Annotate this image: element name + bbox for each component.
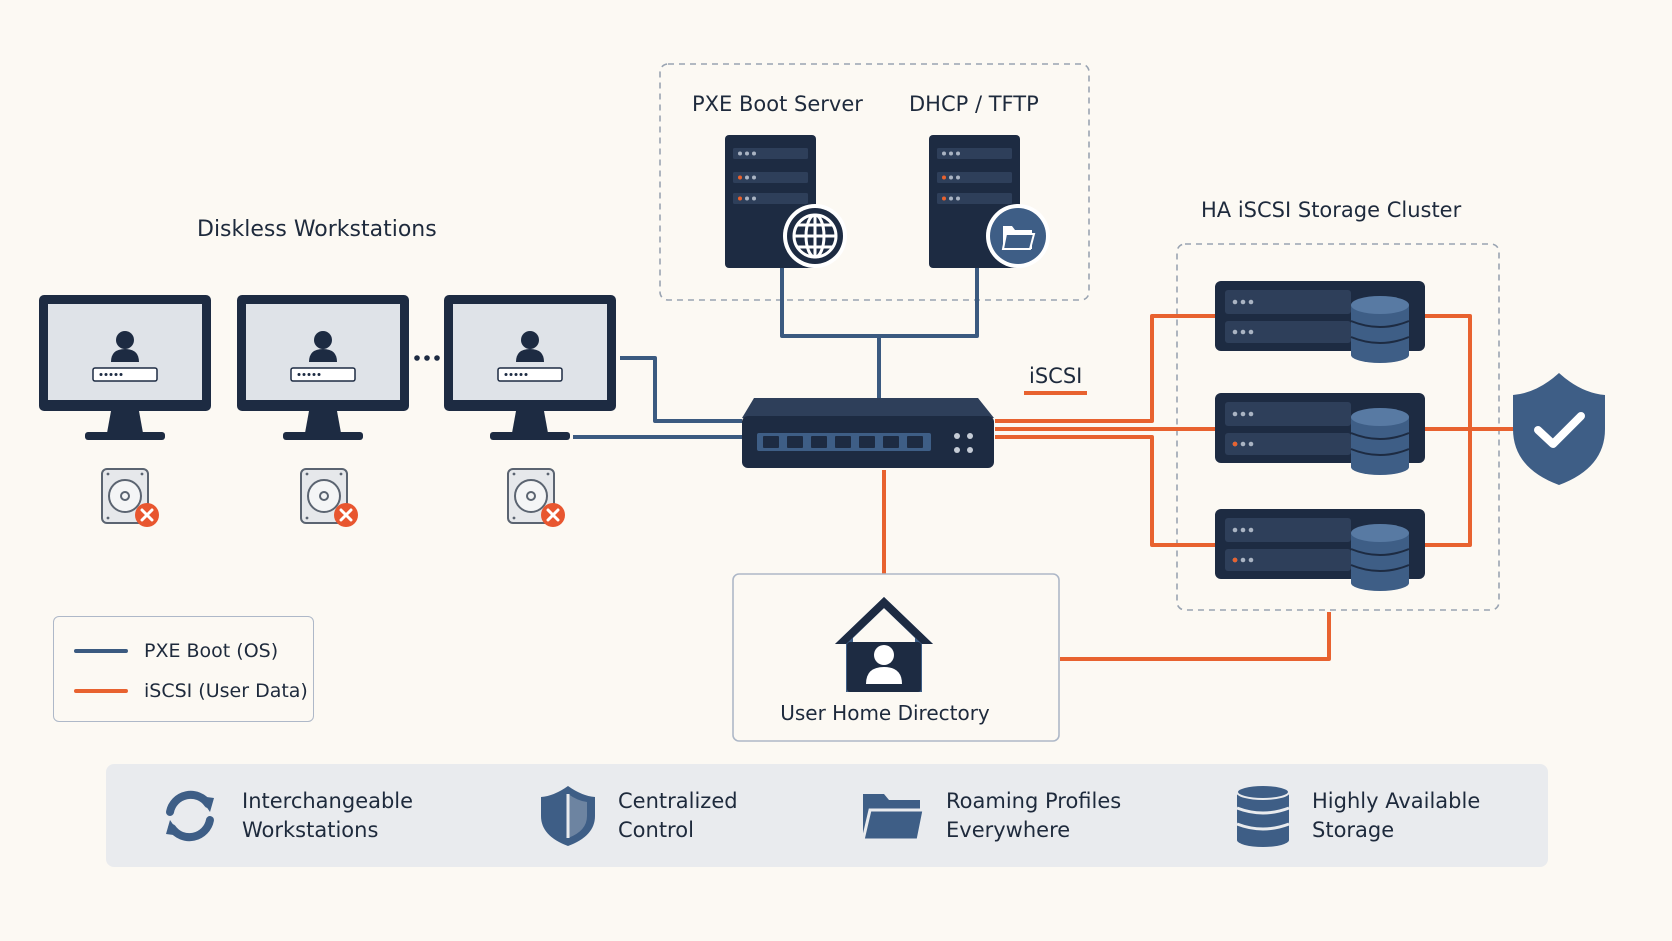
legend-swatch-iscsi bbox=[74, 689, 128, 693]
workstation-3 bbox=[443, 294, 617, 441]
features-bar: Interchangeable Workstations Centralized… bbox=[106, 764, 1548, 867]
network-switch bbox=[742, 398, 994, 468]
legend: PXE Boot (OS) iSCSI (User Data) bbox=[53, 616, 314, 722]
server-group-box bbox=[659, 63, 1090, 301]
storage-node-3 bbox=[1214, 508, 1426, 592]
workstation-2 bbox=[236, 294, 410, 441]
storage-node-2 bbox=[1214, 392, 1426, 476]
dhcp-label: DHCP / TFTP bbox=[909, 92, 1039, 116]
home-directory-label: User Home Directory bbox=[780, 701, 990, 725]
legend-swatch-pxe bbox=[74, 649, 128, 653]
folder-icon bbox=[986, 204, 1050, 268]
security-shield-icon bbox=[1513, 373, 1605, 485]
shield-icon bbox=[541, 785, 595, 846]
legend-label: PXE Boot (OS) bbox=[144, 640, 279, 662]
feature-title: Roaming Profiles bbox=[946, 788, 1122, 813]
feature-centralized: Centralized Control bbox=[538, 764, 738, 867]
folder-icon bbox=[861, 793, 926, 841]
pxe-links bbox=[573, 268, 979, 439]
legend-item-iscsi: iSCSI (User Data) bbox=[74, 679, 308, 703]
pxe-server-label: PXE Boot Server bbox=[692, 92, 863, 116]
feature-subtitle: Everywhere bbox=[946, 817, 1071, 842]
storage-title: HA iSCSI Storage Cluster bbox=[1201, 198, 1462, 222]
feature-storage: Highly Available Storage bbox=[1234, 764, 1480, 867]
refresh-icon bbox=[166, 790, 214, 841]
workstations-title: Diskless Workstations bbox=[197, 217, 437, 242]
workstation-1 bbox=[38, 294, 212, 441]
home-user-icon bbox=[835, 597, 933, 692]
legend-item-pxe: PXE Boot (OS) bbox=[74, 639, 278, 663]
feature-subtitle: Storage bbox=[1312, 817, 1395, 842]
pxe-boot-server bbox=[725, 135, 847, 268]
no-disk-icon bbox=[506, 467, 567, 529]
iscsi-links bbox=[882, 314, 1515, 661]
feature-title: Highly Available bbox=[1312, 788, 1481, 813]
feature-subtitle: Control bbox=[618, 817, 694, 842]
feature-subtitle: Workstations bbox=[242, 817, 379, 842]
feature-roaming: Roaming Profiles Everywhere bbox=[860, 764, 1121, 867]
globe-icon bbox=[783, 204, 847, 268]
ellipsis-dots bbox=[414, 355, 440, 361]
no-disk-icon bbox=[299, 467, 360, 529]
feature-title: Centralized bbox=[618, 788, 738, 813]
legend-label: iSCSI (User Data) bbox=[144, 680, 308, 702]
iscsi-link-label: iSCSI bbox=[1029, 364, 1083, 388]
feature-interchangeable: Interchangeable Workstations bbox=[158, 764, 413, 867]
database-icon bbox=[1236, 783, 1290, 847]
dhcp-tftp-server bbox=[929, 135, 1050, 268]
no-disk-icon bbox=[100, 467, 161, 529]
feature-title: Interchangeable bbox=[242, 788, 414, 813]
storage-node-1 bbox=[1214, 280, 1426, 364]
